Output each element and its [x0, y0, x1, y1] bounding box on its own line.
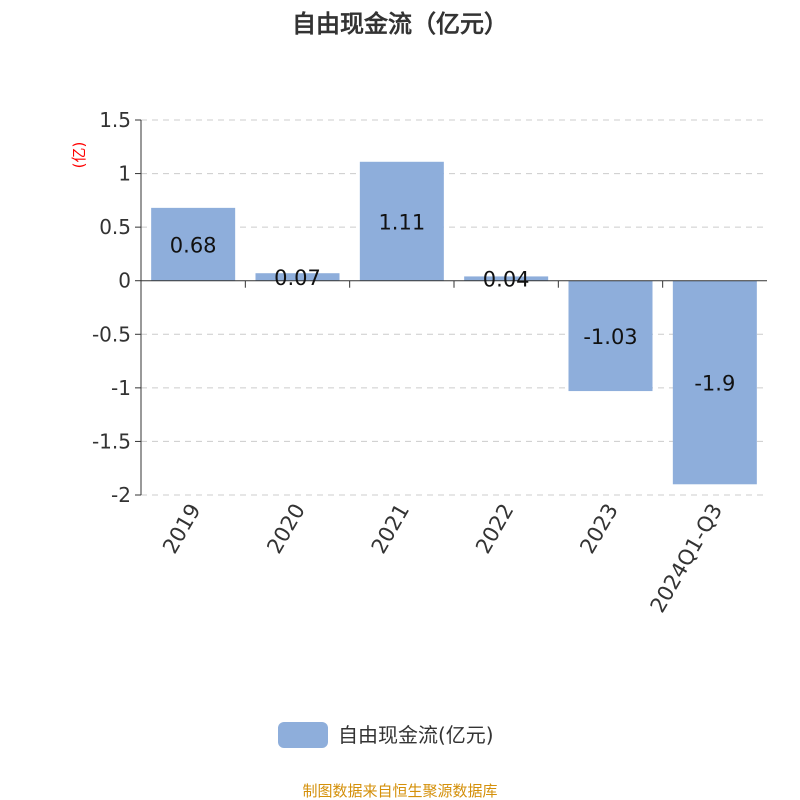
data-label: -1.9 [694, 372, 735, 396]
y-tick-label: -1 [111, 376, 131, 400]
bar [672, 280, 757, 485]
y-tick-label: 1 [118, 162, 131, 186]
data-label: 0.04 [483, 268, 530, 292]
data-label: 0.07 [274, 266, 321, 290]
bar [464, 276, 549, 281]
footer-source: 制图数据来自恒生聚源数据库 [302, 782, 497, 800]
x-tick-label: 2020 [262, 500, 310, 558]
y-tick-label: 0 [118, 269, 131, 293]
chart-title: 自由现金流（亿元） [292, 10, 508, 38]
data-label: 1.11 [378, 210, 425, 234]
legend-label: 自由现金流(亿元) [338, 723, 494, 747]
bar [255, 273, 340, 281]
bar [568, 280, 653, 392]
x-tick-label: 2022 [471, 500, 519, 558]
y-axis-label: (亿) [70, 142, 88, 169]
bar [359, 161, 444, 281]
bar [151, 207, 236, 281]
x-tick-label: 2024Q1-Q3 [646, 500, 728, 617]
y-tick-label: 1.5 [99, 108, 131, 132]
y-tick-label: -2 [111, 483, 131, 507]
data-label: -1.03 [583, 325, 637, 349]
x-tick-label: 2019 [158, 500, 206, 558]
x-tick-label: 2023 [575, 500, 623, 558]
y-tick-label: -0.5 [92, 322, 131, 346]
y-tick-label: 0.5 [99, 215, 131, 239]
y-tick-label: -1.5 [92, 429, 131, 453]
x-tick-label: 2021 [367, 500, 415, 558]
data-label: 0.68 [170, 233, 217, 257]
legend-swatch [278, 722, 328, 748]
